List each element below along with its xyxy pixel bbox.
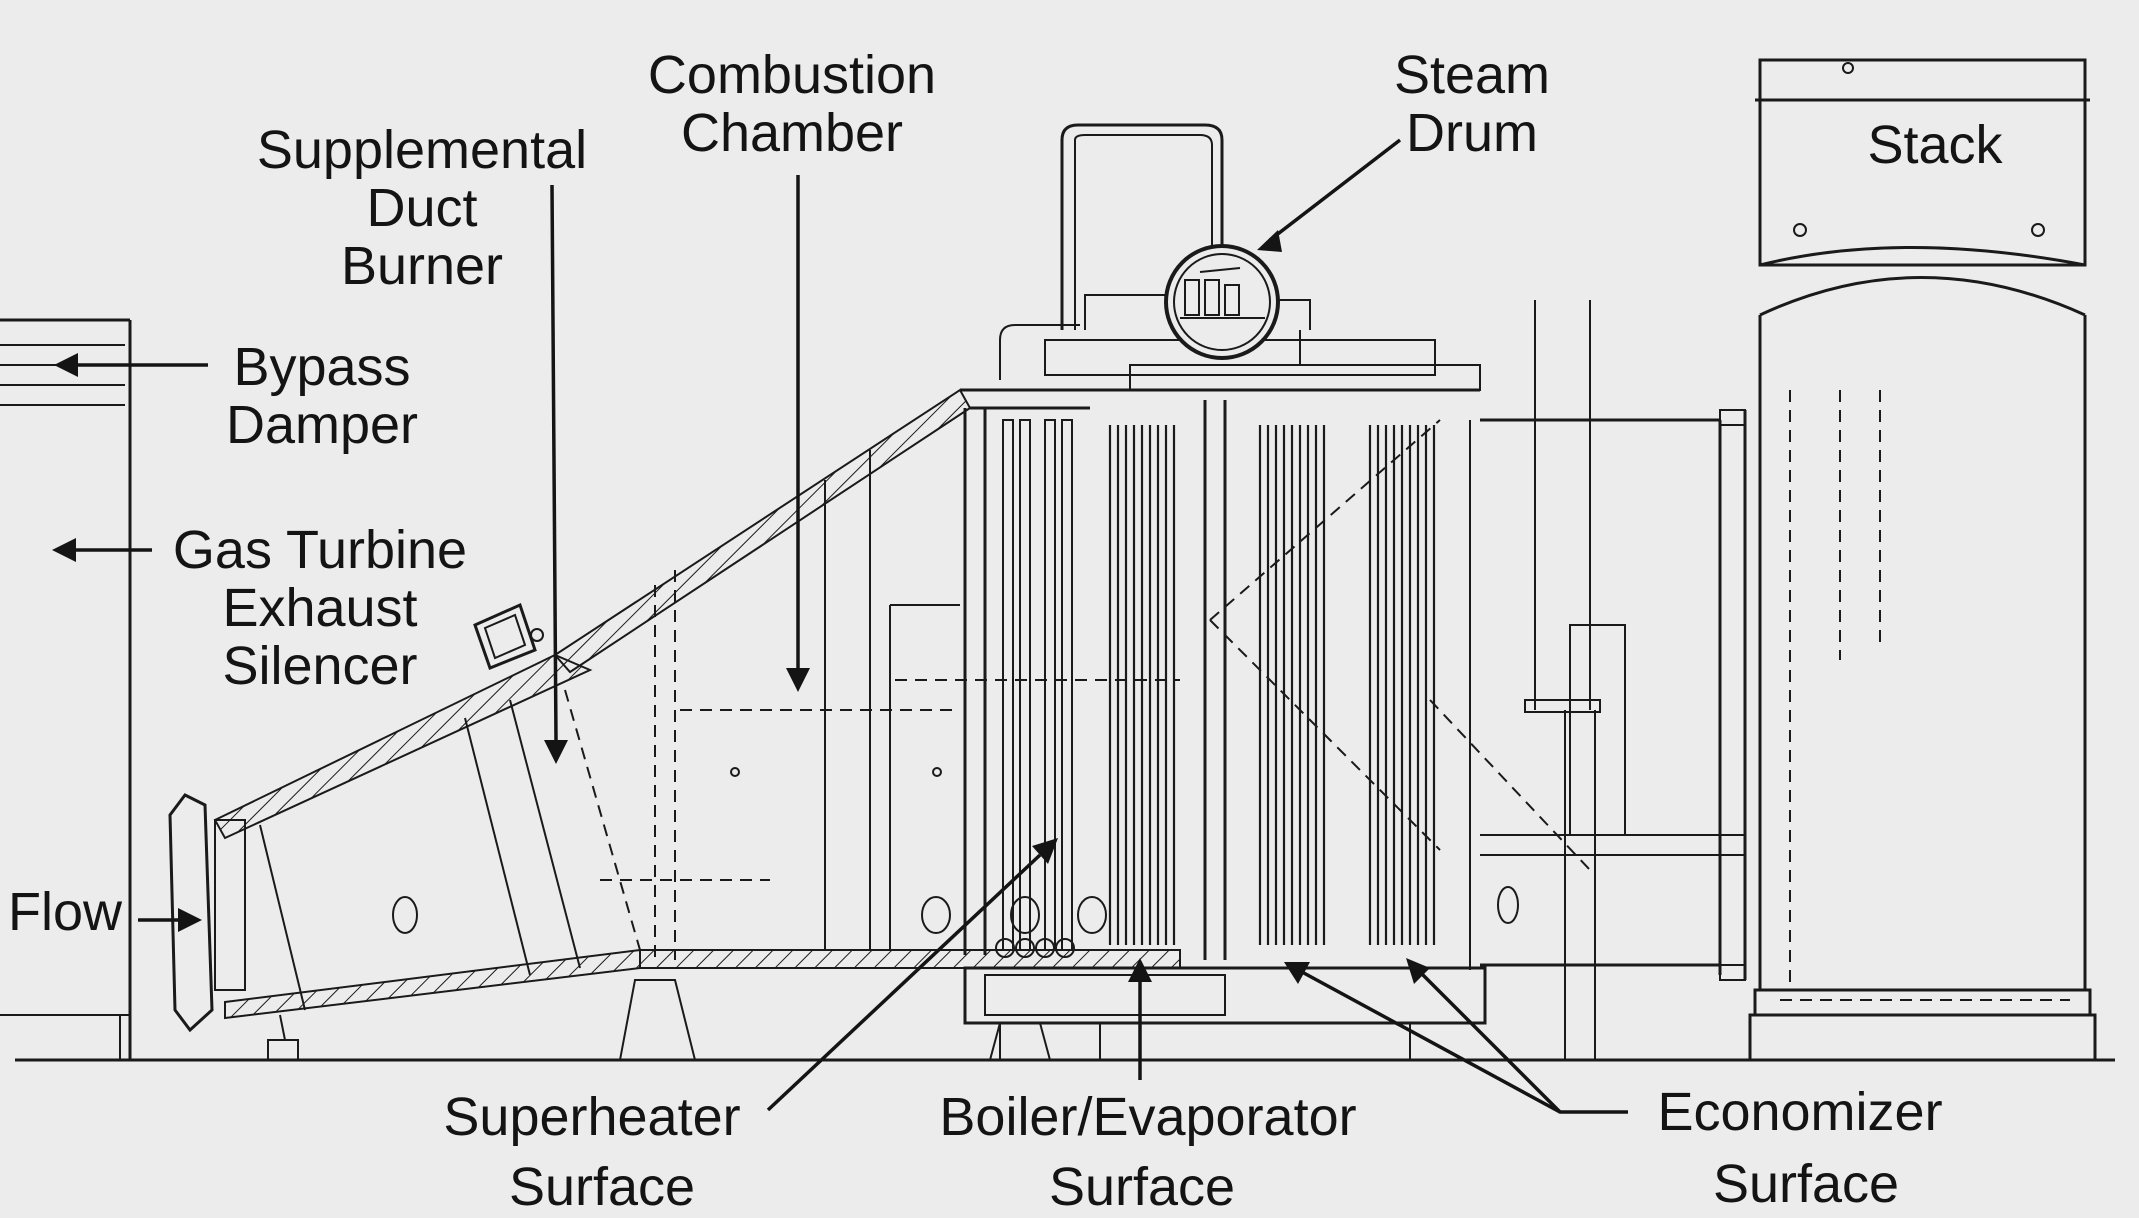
arrow-superheater	[766, 838, 1058, 1112]
transition-duct	[213, 653, 697, 1061]
arrow-silencer	[52, 538, 152, 562]
arrow-flow	[138, 908, 202, 932]
label-silencer-line1: Gas Turbine	[173, 520, 467, 580]
label-economizer-line1: Economizer	[1657, 1082, 1942, 1142]
label-silencer-line3: Silencer	[222, 636, 417, 696]
label-silencer-line2: Exhaust	[222, 578, 417, 638]
arrow-steam-drum	[1257, 138, 1402, 252]
label-superheater-line2: Surface	[509, 1157, 695, 1217]
label-duct-burner-line1: Supplemental	[257, 120, 587, 180]
label-economizer-line2: Surface	[1713, 1154, 1899, 1214]
label-combustion-chamber-line2: Chamber	[681, 103, 903, 163]
arrow-duct-burner	[544, 184, 568, 764]
label-evaporator-line2: Surface	[1049, 1157, 1235, 1217]
combustion-chamber-roof	[553, 388, 1090, 674]
combustion-chamber	[600, 450, 1181, 969]
label-superheater-line1: Superheater	[443, 1087, 740, 1147]
stack	[1748, 58, 2097, 1062]
arrow-combustion-chamber	[786, 175, 810, 692]
economizer-tubes	[1368, 425, 1436, 945]
access-ladder	[1524, 300, 1626, 1060]
label-steam-drum-line1: Steam	[1394, 45, 1550, 105]
silencer-duct	[0, 318, 132, 1060]
label-flow: Flow	[8, 882, 123, 942]
label-evaporator-line1: Boiler/Evaporator	[939, 1087, 1356, 1147]
label-steam-drum-line2: Drum	[1406, 103, 1538, 163]
label-duct-burner-line2: Duct	[366, 178, 477, 238]
arrow-bypass-damper	[54, 353, 208, 377]
riser-pipes	[999, 123, 1481, 391]
label-duct-burner-line3: Burner	[341, 236, 503, 296]
arrow-evaporator	[1128, 958, 1152, 1080]
lower-headers	[963, 966, 1487, 1061]
duct-burner-box	[473, 602, 544, 670]
evaporator-tubes	[1108, 400, 1326, 960]
superheater-tubes	[995, 419, 1075, 958]
arrow-economizer	[1284, 958, 1628, 1114]
label-stack: Stack	[1867, 115, 2003, 175]
label-bypass-damper-line2: Damper	[226, 395, 418, 455]
label-combustion-chamber-line1: Combustion	[648, 45, 936, 105]
steam-drum	[1164, 244, 1280, 360]
label-bypass-damper-line1: Bypass	[233, 337, 410, 397]
